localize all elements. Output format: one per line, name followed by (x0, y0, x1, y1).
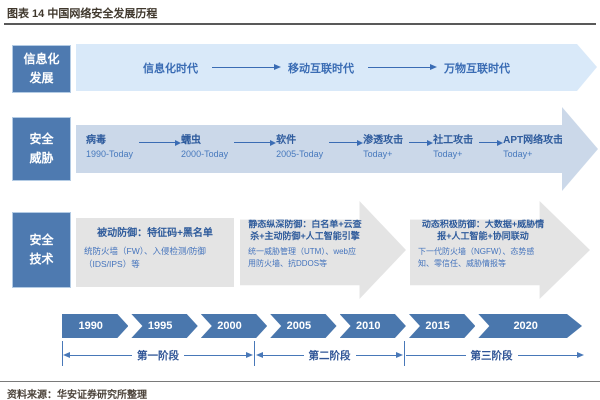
tech-box-passive-defense: 被动防御：特征码+黑名单 统防火墙（FW）、入侵检测/防御（IDS/IPS）等 (76, 218, 234, 287)
threat-item: 软件 2005-Today (276, 125, 323, 160)
row-label-technology: 安全 技术 (12, 212, 71, 288)
phase-one: 第一阶段 (63, 348, 253, 362)
threat-period: 2005-Today (276, 148, 324, 159)
timeline-year: 2020 (478, 314, 582, 338)
phase-divider (404, 341, 405, 366)
tech-arrow-content: 动态积极防御：大数据+威胁情报+人工智能+协同联动 下一代防火墙（NGFW）、态… (418, 219, 548, 270)
timeline-year: 2000 (201, 314, 267, 338)
flow-arrow-icon (409, 139, 434, 146)
phase-line (263, 354, 304, 356)
tech-box-title: 静态纵深防御：白名单+云查杀+主动防御+人工智能引擎 (248, 219, 362, 241)
threat-period: 2000-Today (181, 148, 229, 159)
threat-period: 1990-Today (86, 148, 134, 159)
band-arrowhead-icon (562, 107, 598, 191)
threat-item: 病毒 1990-Today (86, 125, 133, 160)
timeline-year: 2005 (270, 314, 336, 338)
band-arrowhead-icon (577, 44, 597, 91)
row-label-informatization: 信息化 发展 (12, 45, 71, 93)
threat-name: 社工攻击 (433, 135, 474, 146)
phase-line (355, 354, 396, 356)
flow-arrow-icon (479, 139, 504, 146)
phase-three: 第三阶段 (406, 348, 584, 362)
tech-box-title: 动态积极防御：大数据+威胁情报+人工智能+协同联动 (421, 219, 545, 241)
row-label-line: 技术 (29, 252, 54, 266)
threat-period: Today+ (503, 148, 533, 159)
title-divider (4, 23, 596, 25)
timeline-year: 2015 (409, 314, 475, 338)
threat-item: 社工攻击 Today+ (433, 125, 473, 160)
threat-item: 蠕虫 2000-Today (181, 125, 228, 160)
stage-label: 移动互联时代 (288, 62, 354, 75)
threat-name: 渗透攻击 (363, 135, 404, 146)
threat-name: 软件 (276, 135, 297, 146)
row-label-threats: 安全 威胁 (12, 117, 71, 181)
timeline-year: 2010 (340, 314, 406, 338)
row-label-line: 安全 (29, 132, 54, 147)
tech-box-body: 统防火墙（FW）、入侵检测/防御（IDS/IPS）等 (84, 246, 206, 269)
informatization-band: 信息化时代 移动互联时代 万物互联时代 (76, 44, 577, 91)
source-note: 资料来源：华安证券研究所整理 (7, 390, 147, 400)
arrowhead-right-icon (577, 352, 584, 358)
row-label-line: 信息化 (23, 52, 60, 67)
footer-divider (0, 381, 600, 382)
phase-divider (254, 341, 255, 366)
threats-band: 病毒 1990-Today 蠕虫 2000-Today 软件 2005-Toda… (76, 125, 563, 173)
threat-item: 渗透攻击 Today+ (363, 125, 403, 160)
flow-arrow-icon (234, 139, 277, 146)
timeline-year: 1995 (131, 314, 197, 338)
phase-label: 第三阶段 (470, 349, 513, 362)
row-label-line: 发展 (29, 71, 54, 85)
arrowhead-left-icon (256, 352, 263, 358)
flow-arrow-icon (212, 64, 281, 70)
phase-label: 第二阶段 (308, 349, 351, 362)
arrowhead-left-icon (63, 352, 70, 358)
timeline: 1990 1995 2000 2005 2010 2015 2020 (62, 314, 582, 338)
phase-line (406, 354, 466, 356)
tech-box-body: 统一威胁管理（UTM）、web应用防火墙、抗DDOS等 (248, 247, 357, 269)
phase-line (184, 354, 246, 356)
flow-arrow-icon (139, 139, 182, 146)
phase-divider (62, 341, 63, 366)
threat-name: 蠕虫 (181, 135, 202, 146)
phase-two: 第二阶段 (256, 348, 403, 362)
phase-label: 第一阶段 (137, 349, 179, 362)
threat-name: 病毒 (86, 135, 106, 146)
row-label-line: 安全 (29, 233, 54, 248)
row-label-line: 威胁 (29, 151, 54, 165)
threat-period: Today+ (363, 148, 393, 159)
stage-label: 万物互联时代 (444, 62, 510, 75)
tech-arrow-static-defense: 静态纵深防御：白名单+云查杀+主动防御+人工智能引擎 统一威胁管理（UTM）、w… (240, 201, 406, 299)
tech-box-title: 被动防御：特征码+黑名单 (97, 228, 213, 239)
arrowhead-right-icon (246, 352, 253, 358)
timeline-year: 1990 (62, 314, 128, 338)
tech-arrow-dynamic-defense: 动态积极防御：大数据+威胁情报+人工智能+协同联动 下一代防火墙（NGFW）、态… (410, 201, 590, 299)
flow-arrow-icon (368, 64, 437, 70)
threat-period: Today+ (433, 148, 463, 159)
phase-line (70, 354, 132, 356)
tech-arrow-content: 静态纵深防御：白名单+云查杀+主动防御+人工智能引擎 统一威胁管理（UTM）、w… (248, 219, 362, 270)
threat-item: APT网络攻击 Today+ (503, 125, 563, 160)
flow-arrow-icon (329, 139, 364, 146)
phase-line (517, 354, 577, 356)
tech-box-body: 下一代防火墙（NGFW）、态势感知、零信任、威胁情报等 (418, 247, 535, 269)
arrowhead-right-icon (396, 352, 403, 358)
threat-name: APT网络攻击 (503, 135, 564, 146)
stage-label: 信息化时代 (143, 62, 198, 75)
figure-title: 图表 14 中国网络安全发展历程 (7, 8, 158, 20)
